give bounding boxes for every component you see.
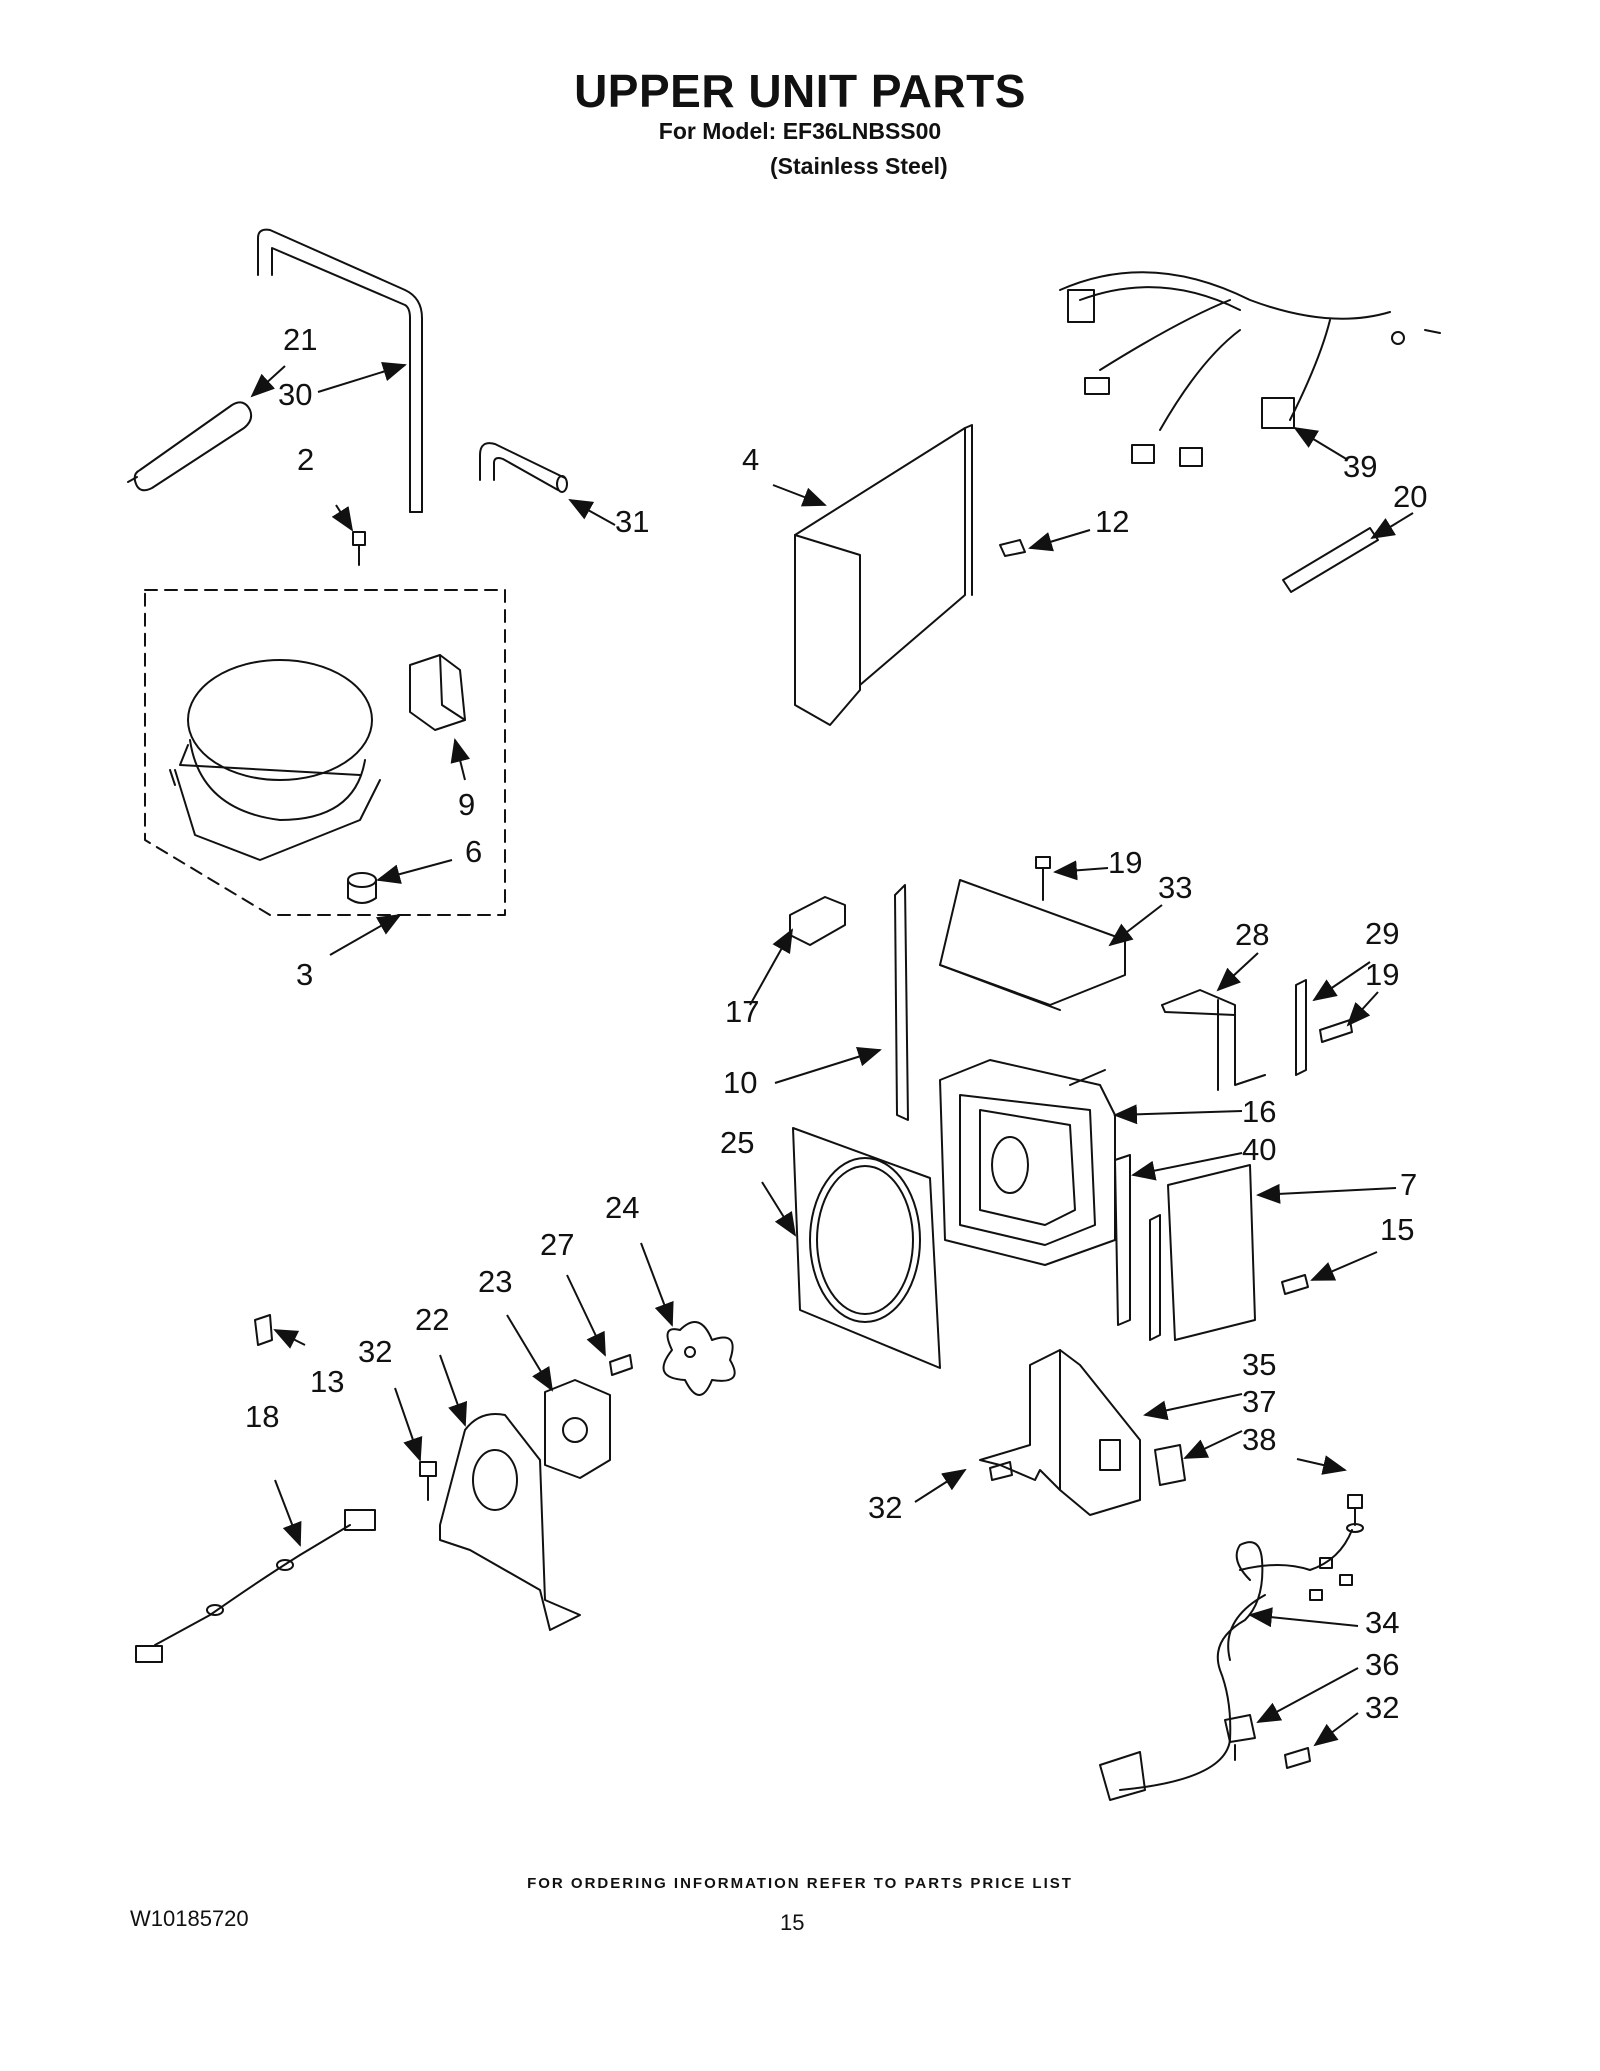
drier-part bbox=[127, 401, 253, 492]
leader-lines bbox=[250, 361, 1414, 1747]
ordering-note: FOR ORDERING INFORMATION REFER TO PARTS … bbox=[527, 1875, 1073, 1892]
bracket-10-part bbox=[894, 884, 909, 1121]
page-title: UPPER UNIT PARTS bbox=[574, 65, 1026, 117]
tube-31-part bbox=[479, 442, 568, 493]
switch-37-part bbox=[1154, 1444, 1186, 1486]
callout-28: 28 bbox=[1235, 917, 1269, 952]
callout-37: 37 bbox=[1242, 1384, 1276, 1419]
callout-34: 34 bbox=[1365, 1605, 1399, 1640]
callout-9: 9 bbox=[458, 787, 475, 822]
callout-25: 25 bbox=[720, 1125, 754, 1160]
callout-39: 39 bbox=[1343, 449, 1377, 484]
motor-bracket-part bbox=[439, 1413, 581, 1631]
callout-15: 15 bbox=[1380, 1212, 1414, 1247]
fan-blade-part bbox=[662, 1321, 736, 1396]
screw-32-part bbox=[419, 1461, 437, 1501]
callout-32-left: 32 bbox=[358, 1334, 392, 1369]
callout-labels: 21 30 31 2 4 12 39 20 9 6 3 19 33 17 28 … bbox=[245, 322, 1427, 1725]
screw-32b-part bbox=[989, 1461, 1013, 1481]
callout-24: 24 bbox=[605, 1190, 639, 1225]
panel-7-part bbox=[1149, 1164, 1256, 1341]
callout-35: 35 bbox=[1242, 1347, 1276, 1382]
callout-10: 10 bbox=[723, 1065, 757, 1100]
callout-38: 38 bbox=[1242, 1422, 1276, 1457]
condenser-coil-part bbox=[939, 1059, 1116, 1266]
screw-27-part bbox=[609, 1354, 633, 1376]
callout-32-mid: 32 bbox=[868, 1490, 902, 1525]
callout-13: 13 bbox=[310, 1364, 344, 1399]
wire-harness-part bbox=[1059, 271, 1441, 467]
screw-19b-part bbox=[1319, 1019, 1353, 1043]
screw-38-part bbox=[1346, 1494, 1364, 1533]
screw-2-part bbox=[352, 531, 366, 566]
fan-shroud-part bbox=[792, 1127, 941, 1369]
callout-36: 36 bbox=[1365, 1647, 1399, 1682]
power-cord-part bbox=[1099, 1529, 1353, 1801]
callout-40: 40 bbox=[1242, 1132, 1276, 1167]
callout-23: 23 bbox=[478, 1264, 512, 1299]
tube-part bbox=[257, 228, 423, 513]
callout-16: 16 bbox=[1242, 1094, 1276, 1129]
callout-18: 18 bbox=[245, 1399, 279, 1434]
callout-30: 30 bbox=[278, 377, 312, 412]
clip-12-part bbox=[999, 539, 1026, 557]
callout-32-bottom: 32 bbox=[1365, 1690, 1399, 1725]
sensor-harness-part bbox=[135, 1509, 376, 1663]
bracket-29-part bbox=[1295, 979, 1307, 1076]
callout-3: 3 bbox=[296, 957, 313, 992]
callout-29: 29 bbox=[1365, 916, 1399, 951]
clip-13-part bbox=[254, 1314, 273, 1346]
callout-19-top: 19 bbox=[1108, 845, 1142, 880]
screw-19-part bbox=[1035, 856, 1051, 901]
callout-12: 12 bbox=[1095, 504, 1129, 539]
screw-15-part bbox=[1281, 1274, 1309, 1295]
callout-6: 6 bbox=[465, 834, 482, 869]
callout-20: 20 bbox=[1393, 479, 1427, 514]
bracket-4-part bbox=[794, 424, 973, 726]
page-number: 15 bbox=[780, 1910, 805, 1935]
bracket-28-part bbox=[1161, 989, 1266, 1091]
model-variant: (Stainless Steel) bbox=[770, 153, 948, 179]
callout-19-right: 19 bbox=[1365, 957, 1399, 992]
model-line: For Model: EF36LNBSS00 bbox=[658, 118, 942, 144]
callout-2: 2 bbox=[297, 442, 314, 477]
callout-7: 7 bbox=[1400, 1167, 1417, 1202]
shroud-33-part bbox=[939, 879, 1126, 1011]
grommet-part bbox=[347, 872, 377, 904]
relay-part bbox=[409, 654, 466, 731]
cable-tie-part bbox=[1282, 527, 1379, 593]
callout-4: 4 bbox=[742, 442, 759, 477]
fan-motor-part bbox=[544, 1379, 611, 1479]
callout-21: 21 bbox=[283, 322, 317, 357]
compressor-assembly-box bbox=[144, 589, 506, 916]
document-number: W10185720 bbox=[130, 1906, 249, 1931]
callout-31: 31 bbox=[615, 504, 649, 539]
compressor-part bbox=[169, 659, 381, 861]
callout-17: 17 bbox=[725, 994, 759, 1029]
screw-32c-part bbox=[1284, 1747, 1311, 1769]
callout-22: 22 bbox=[415, 1302, 449, 1337]
callout-27: 27 bbox=[540, 1227, 574, 1262]
connector-17-part bbox=[789, 896, 846, 946]
bracket-35-part bbox=[979, 1349, 1141, 1516]
gasket-40-part bbox=[1114, 1154, 1131, 1326]
callout-33: 33 bbox=[1158, 870, 1192, 905]
clamp-36-part bbox=[1224, 1714, 1256, 1743]
